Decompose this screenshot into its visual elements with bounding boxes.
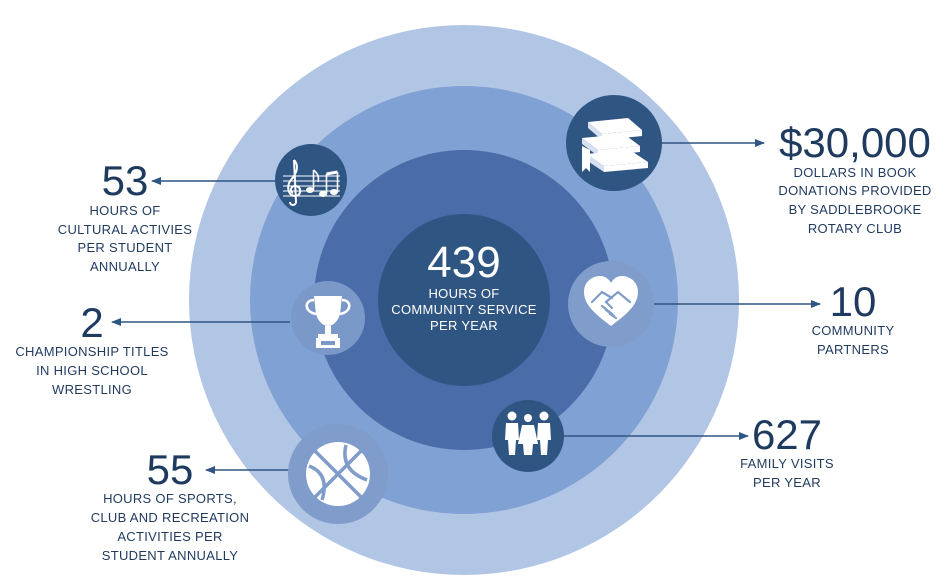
family-value: 627 [752, 411, 822, 458]
cultural-label-line3: PER STUDENT [77, 240, 172, 255]
cultural-label-line2: CULTURAL ACTIVIES [58, 222, 192, 237]
sports-label-line4: STUDENT ANNUALLY [102, 548, 239, 563]
books-label-line4: ROTARY CLUB [808, 221, 902, 236]
sports-value: 55 [147, 446, 194, 493]
music-notes-icon [275, 144, 347, 216]
trophy-icon [291, 281, 365, 355]
books-value: $30,000 [779, 119, 931, 166]
wrestling-label-line3: WRESTLING [52, 382, 132, 397]
family-icon [492, 400, 564, 472]
basketball-icon [288, 424, 388, 524]
core-circle [378, 214, 550, 386]
books-label-line3: BY SADDLEBROOKE [789, 202, 922, 217]
center-label-line3: PER YEAR [430, 318, 498, 333]
family-label-line2: PER YEAR [753, 475, 821, 490]
wrestling-value: 2 [80, 299, 103, 346]
center-label-line2: COMMUNITY SERVICE [391, 302, 537, 317]
cultural-value: 53 [102, 157, 149, 204]
books-label-line1: DOLLARS IN BOOK [794, 165, 917, 180]
family-label-line1: FAMILY VISITS [740, 456, 834, 471]
center-value: 439 [427, 238, 500, 287]
sports-label-line1: HOURS OF SPORTS, [103, 491, 237, 506]
wrestling-label-line2: IN HIGH SCHOOL [36, 363, 148, 378]
books-label-line2: DONATIONS PROVIDED [778, 183, 931, 198]
partners-label-line1: COMMUNITY [812, 323, 895, 338]
partners-label-line2: PARTNERS [817, 342, 889, 357]
sports-label-line2: CLUB AND RECREATION [91, 510, 250, 525]
partners-value: 10 [830, 278, 877, 325]
books-icon [566, 95, 662, 191]
cultural-label-line4: ANNUALLY [90, 259, 160, 274]
wrestling-label-line1: CHAMPIONSHIP TITLES [15, 344, 168, 359]
cultural-label-line1: HOURS OF [89, 203, 160, 218]
center-label-line1: HOURS OF [428, 286, 499, 301]
sports-label-line3: ACTIVITIES PER [117, 529, 222, 544]
handshake-heart-icon [568, 261, 654, 347]
